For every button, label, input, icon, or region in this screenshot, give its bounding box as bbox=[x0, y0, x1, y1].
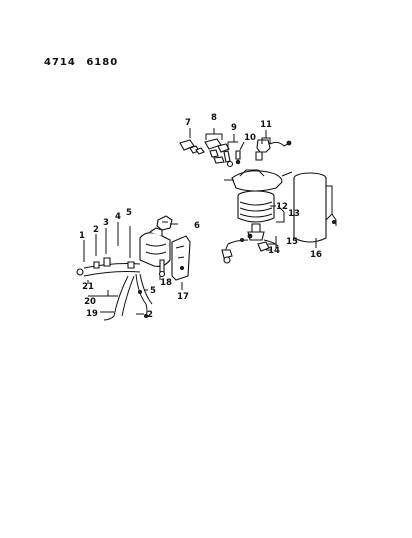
pump-body bbox=[139, 227, 171, 267]
callout-5-lower: 5 bbox=[150, 286, 156, 296]
callout-6: 6 bbox=[194, 221, 200, 231]
diagram-code-b: 6180 bbox=[86, 57, 119, 68]
filter-assembly bbox=[221, 169, 293, 264]
callout-10: 10 bbox=[244, 133, 256, 143]
diagram-code-a: 4714 bbox=[44, 57, 76, 68]
callout-7: 7 bbox=[185, 118, 191, 128]
hose-clamps bbox=[76, 257, 148, 318]
callout-2-lower: 2 bbox=[147, 310, 153, 320]
callout-2: 2 bbox=[93, 225, 99, 235]
callout-11: 11 bbox=[260, 120, 272, 130]
part-9-fitting bbox=[223, 150, 234, 168]
part-15-outlet-fitting bbox=[223, 223, 279, 255]
part-11-valve bbox=[255, 139, 292, 161]
callout-12: 12 bbox=[276, 202, 288, 212]
leader-lines bbox=[83, 128, 317, 315]
pump-assembly bbox=[76, 215, 191, 321]
callout-3: 3 bbox=[103, 218, 109, 228]
callout-20: 20 bbox=[84, 297, 96, 307]
callout-19: 19 bbox=[86, 309, 98, 319]
callout-9: 9 bbox=[231, 123, 237, 133]
callout-14: 14 bbox=[268, 246, 280, 256]
part-10-clip bbox=[235, 150, 241, 165]
callout-4: 4 bbox=[115, 212, 121, 222]
callout-18: 18 bbox=[160, 278, 172, 288]
filter-top-cap bbox=[231, 170, 283, 192]
part-8-fitting bbox=[204, 138, 230, 164]
callout-5: 5 bbox=[126, 208, 132, 218]
diagram-code: 4714 6180 bbox=[44, 57, 124, 68]
part-14-connector bbox=[221, 241, 270, 264]
callout-16: 16 bbox=[310, 250, 322, 260]
part-6-grommet bbox=[156, 215, 173, 231]
callout-13: 13 bbox=[288, 209, 300, 219]
callout-21: 21 bbox=[82, 282, 94, 292]
callout-8: 8 bbox=[211, 113, 217, 123]
part-17-bracket bbox=[171, 235, 191, 281]
callout-1: 1 bbox=[79, 231, 85, 241]
callout-labels: 1 2 3 4 5 6 7 8 9 10 11 12 13 14 15 16 1… bbox=[79, 113, 322, 320]
part-18-bolt bbox=[158, 259, 166, 278]
part-12-filter-element bbox=[237, 190, 275, 223]
part-7-fitting bbox=[179, 139, 205, 155]
part-16-canister bbox=[293, 172, 337, 243]
hose-fittings-group bbox=[179, 138, 292, 168]
callout-15: 15 bbox=[286, 237, 298, 247]
callout-17: 17 bbox=[177, 292, 189, 302]
